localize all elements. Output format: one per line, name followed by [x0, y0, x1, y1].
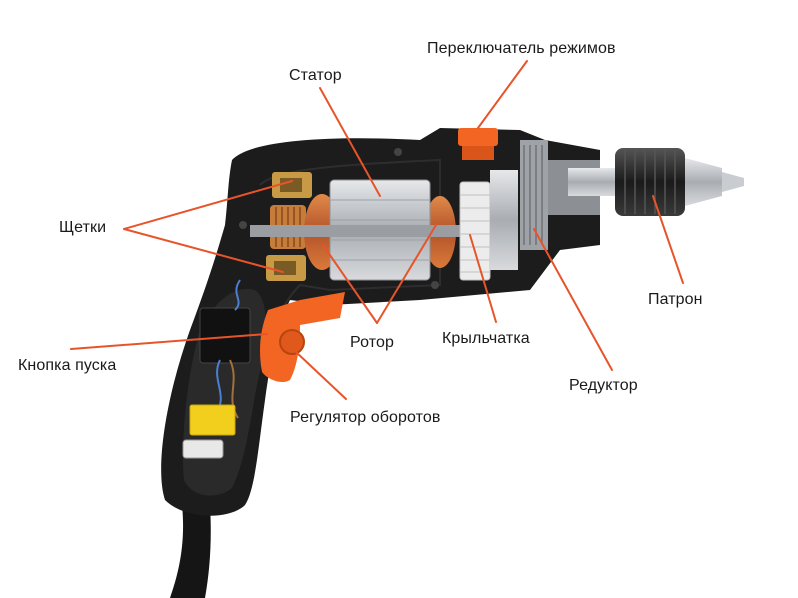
mode-switch — [458, 128, 498, 160]
leader-speed-regulator — [295, 351, 347, 400]
label-speed-regulator: Регулятор оборотов — [290, 409, 441, 426]
leader-brushes-bottom — [123, 228, 284, 273]
trigger-button — [260, 292, 345, 383]
leader-brushes-top — [123, 180, 293, 230]
label-chuck: Патрон — [648, 291, 703, 308]
leader-rotor-right — [376, 224, 437, 324]
label-stator: Статор — [289, 67, 342, 84]
label-start-button: Кнопка пуска — [18, 357, 117, 374]
brush-assembly-top — [272, 172, 312, 198]
label-impeller: Крыльчатка — [442, 330, 530, 347]
impeller — [459, 181, 491, 281]
leader-lines — [70, 60, 684, 400]
leader-impeller — [469, 234, 497, 323]
label-rotor: Ротор — [350, 334, 394, 351]
leader-gearbox — [533, 228, 613, 371]
label-mode-switch: Переключатель режимов — [427, 40, 616, 57]
leader-rotor-left — [322, 244, 378, 324]
terminal-clamp — [182, 439, 224, 459]
leader-mode-switch — [477, 60, 528, 129]
leader-stator — [319, 87, 381, 197]
capacitor — [189, 404, 236, 436]
rotor-shaft — [250, 225, 480, 237]
leader-chuck — [652, 195, 684, 284]
power-cord — [170, 505, 211, 598]
speed-regulator-wheel — [279, 329, 305, 355]
chuck — [615, 148, 744, 216]
label-brushes: Щетки — [59, 219, 107, 236]
label-gearbox: Редуктор — [569, 377, 638, 394]
leader-start-button — [70, 333, 268, 350]
